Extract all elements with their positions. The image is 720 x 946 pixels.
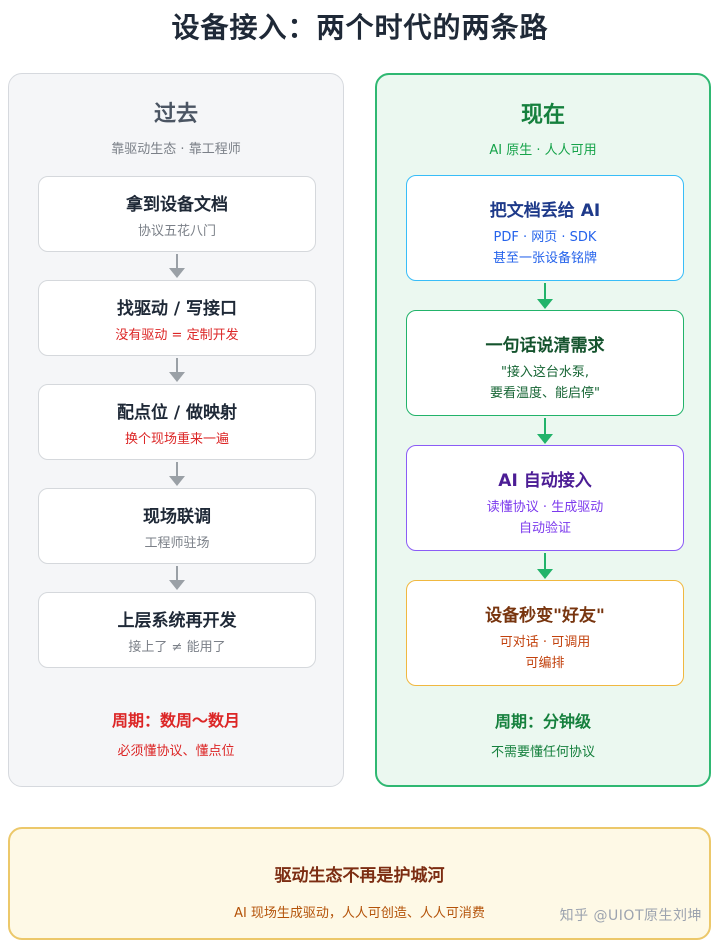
present-step-title: 设备秒变"好友"	[485, 606, 605, 626]
conclusion-banner: 驱动生态不再是护城河 AI 现场生成驱动，人人可创造、人人可消费	[8, 827, 711, 940]
down-arrow	[169, 254, 185, 278]
past-step-card: 找驱动 / 写接口 没有驱动 = 定制开发	[38, 280, 316, 356]
present-step-note: 要看温度、能启停"	[490, 386, 600, 401]
present-step-title: AI 自动接入	[498, 471, 592, 491]
past-step-title: 配点位 / 做映射	[116, 403, 238, 423]
past-step-note: 工程师驻场	[144, 536, 210, 551]
present-step-card: AI 自动接入 读懂协议 · 生成驱动 自动验证	[406, 445, 684, 551]
past-step-card: 现场联调 工程师驻场	[38, 488, 316, 564]
present-step-title: 一句话说清需求	[485, 336, 605, 356]
down-arrow	[537, 283, 553, 309]
past-step-title: 现场联调	[143, 507, 211, 527]
present-panel-title: 现在	[520, 103, 565, 128]
past-cycle-requirement: 必须懂协议、懂点位	[117, 744, 235, 759]
present-step-note: 自动验证	[518, 521, 571, 536]
down-arrow	[537, 553, 553, 579]
past-step-card: 上层系统再开发 接上了 ≠ 能用了	[38, 592, 316, 668]
down-arrow	[169, 358, 185, 382]
past-panel: 过去 靠驱动生态 · 靠工程师 拿到设备文档 协议五花八门 找驱动 / 写接口 …	[8, 73, 344, 787]
past-step-card: 配点位 / 做映射 换个现场重来一遍	[38, 384, 316, 460]
past-panel-title: 过去	[153, 102, 198, 127]
present-step-note: 可对话 · 可调用	[499, 635, 591, 650]
present-panel-subtitle: AI 原生 · 人人可用	[489, 143, 597, 158]
present-step-note: 读懂协议 · 生成驱动	[486, 500, 604, 515]
conclusion-subtitle: AI 现场生成驱动，人人可创造、人人可消费	[234, 906, 485, 921]
down-arrow	[537, 418, 553, 444]
past-step-note: 接上了 ≠ 能用了	[128, 640, 226, 655]
present-step-title: 把文档丢给 AI	[489, 201, 601, 221]
present-step-note: PDF · 网页 · SDK	[493, 230, 597, 245]
past-step-note: 换个现场重来一遍	[124, 432, 229, 447]
past-step-card: 拿到设备文档 协议五花八门	[38, 176, 316, 252]
past-step-title: 上层系统再开发	[117, 611, 237, 631]
past-step-note: 协议五花八门	[137, 224, 216, 239]
past-step-title: 拿到设备文档	[126, 195, 228, 215]
present-step-note: "接入这台水泵,	[500, 365, 590, 380]
past-step-title: 找驱动 / 写接口	[116, 299, 238, 319]
watermark: 知乎 @UIOT原生刘坤	[559, 908, 702, 924]
present-step-note: 可编排	[525, 656, 565, 671]
present-cycle-duration: 周期：分钟级	[494, 712, 591, 731]
down-arrow	[169, 566, 185, 590]
present-panel: 现在 AI 原生 · 人人可用 把文档丢给 AI PDF · 网页 · SDK …	[375, 73, 711, 787]
present-step-note: 甚至一张设备铭牌	[492, 251, 597, 266]
conclusion-title: 驱动生态不再是护城河	[274, 866, 445, 886]
down-arrow	[169, 462, 185, 486]
page-title: 设备接入：两个时代的两条路	[171, 11, 549, 44]
present-step-card: 把文档丢给 AI PDF · 网页 · SDK 甚至一张设备铭牌	[406, 175, 684, 281]
past-panel-subtitle: 靠驱动生态 · 靠工程师	[111, 142, 241, 157]
present-step-card: 一句话说清需求 "接入这台水泵, 要看温度、能启停"	[406, 310, 684, 416]
present-cycle-requirement: 不需要懂任何协议	[490, 745, 595, 760]
present-step-card: 设备秒变"好友" 可对话 · 可调用 可编排	[406, 580, 684, 686]
past-step-note: 没有驱动 = 定制开发	[115, 328, 239, 343]
past-cycle-duration: 周期：数周～数月	[111, 711, 240, 730]
